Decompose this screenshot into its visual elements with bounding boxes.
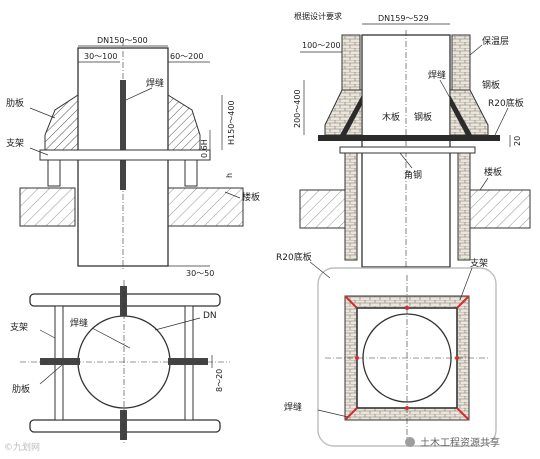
tl-dim-h-small: h xyxy=(225,173,234,178)
bl-support-leader xyxy=(39,329,56,339)
bl-rib-left xyxy=(40,358,80,365)
tl-label-floor: 楼板 xyxy=(242,191,260,203)
tl-label-weld: 焊缝 xyxy=(146,77,164,89)
br-label-base: R20底板 xyxy=(276,251,312,263)
tr-leader-base xyxy=(494,107,509,136)
support-left xyxy=(47,159,61,187)
view-bottom-left: DN 支架 焊缝 肋板 8～20 xyxy=(10,280,230,445)
bl-label-rib: 肋板 xyxy=(12,383,30,395)
br-support-leader xyxy=(459,267,473,301)
br-weld-top xyxy=(405,306,409,310)
br-weld-right xyxy=(455,356,459,360)
bl-rib-leader xyxy=(39,364,63,385)
leader-floor xyxy=(224,191,241,199)
bl-label-dn: DN xyxy=(203,311,217,321)
bl-dim-8-20: 8～20 xyxy=(215,369,224,392)
br-weld-leader xyxy=(317,409,349,418)
leader-support xyxy=(29,147,49,156)
br-weld-tr xyxy=(456,295,470,309)
tr-steel-right xyxy=(450,95,472,135)
watermark-right: 土木工程资源共享 xyxy=(405,436,500,449)
br-weld-br xyxy=(456,407,470,421)
tr-label-insulation: 保温层 xyxy=(482,35,509,47)
bl-label-support: 支架 xyxy=(10,321,28,333)
tr-dim-200-400: 200～400 xyxy=(293,89,302,128)
weld-bar xyxy=(120,80,126,190)
tr-floor-left xyxy=(299,189,346,229)
tr-base-plate xyxy=(318,135,500,141)
watermark-left: ©九划网 xyxy=(4,441,40,453)
tr-floor-right xyxy=(469,189,531,229)
br-label-support: 支架 xyxy=(470,257,488,269)
br-label-weld: 焊缝 xyxy=(284,401,302,413)
tr-label-steel2: 钢板 xyxy=(414,111,432,123)
tr-dim-dn: DN159～529 xyxy=(378,14,429,23)
leader-rib xyxy=(29,107,56,119)
bl-dn-leader xyxy=(154,317,201,331)
tl-dim-h: H150～400 xyxy=(227,100,236,145)
tr-angle-steel xyxy=(339,146,476,154)
tr-label-steel: 钢板 xyxy=(482,79,500,91)
tr-label-wood: 木板 xyxy=(382,111,400,123)
tl-dim-60-200: 60～200 xyxy=(170,52,203,61)
tl-dim-06h: 0.6H xyxy=(200,139,209,158)
br-weld-bl xyxy=(344,407,358,421)
tr-steel-left xyxy=(340,95,362,135)
support-beam xyxy=(39,149,211,161)
support-right xyxy=(184,159,198,187)
floor-slab-left xyxy=(19,187,76,227)
rib-plate-right xyxy=(167,94,201,151)
bl-rib-top xyxy=(120,286,127,316)
bl-label-weld: 焊缝 xyxy=(70,317,88,329)
floor-slab-right xyxy=(167,187,244,227)
tl-dim-30-50: 30～50 xyxy=(186,269,214,278)
watermark-right-text: 土木工程资源共享 xyxy=(420,436,500,449)
view-top-right: 根据设计要求 DN159～529 保温层 100～200 焊缝 钢板 R20底板… xyxy=(293,11,531,270)
wechat-icon xyxy=(405,437,415,447)
br-weld-tl xyxy=(344,295,358,309)
tr-brick-left xyxy=(344,149,358,261)
tr-leader-insulation xyxy=(469,44,483,56)
tr-label-base: R20底板 xyxy=(488,97,524,109)
tr-leader-weld xyxy=(439,79,451,99)
tr-leader-angle xyxy=(399,152,413,169)
tl-dim-30-100: 30～100 xyxy=(84,52,117,61)
tr-dim-100-200: 100～200 xyxy=(302,41,341,50)
br-weld-bottom xyxy=(405,406,409,410)
rib-plate-left xyxy=(44,94,79,151)
tr-dim-20: 20 xyxy=(513,136,522,146)
tl-label-support: 支架 xyxy=(6,137,24,149)
tr-label-weld: 焊缝 xyxy=(428,69,446,81)
view-top-left: DN150～500 30～100 60～200 焊缝 肋板 支架 楼板 H150… xyxy=(6,36,260,278)
leader-weld xyxy=(125,87,153,101)
tr-leader-floor xyxy=(479,177,489,191)
br-base-leader xyxy=(309,261,331,279)
tr-label-floor: 楼板 xyxy=(484,166,502,178)
view-bottom-right: R20底板 支架 焊缝 xyxy=(276,251,497,447)
bl-weld-leader xyxy=(91,327,131,349)
tr-label-angle: 角钢 xyxy=(404,169,422,181)
tr-label-design: 根据设计要求 xyxy=(294,11,342,21)
br-weld-left xyxy=(355,356,359,360)
bl-rib-bottom xyxy=(120,410,127,440)
tr-brick-right xyxy=(457,149,471,261)
tl-label-rib: 肋板 xyxy=(6,97,24,109)
tl-dim-dn: DN150～500 xyxy=(97,36,148,45)
bl-rib-right xyxy=(168,358,208,365)
